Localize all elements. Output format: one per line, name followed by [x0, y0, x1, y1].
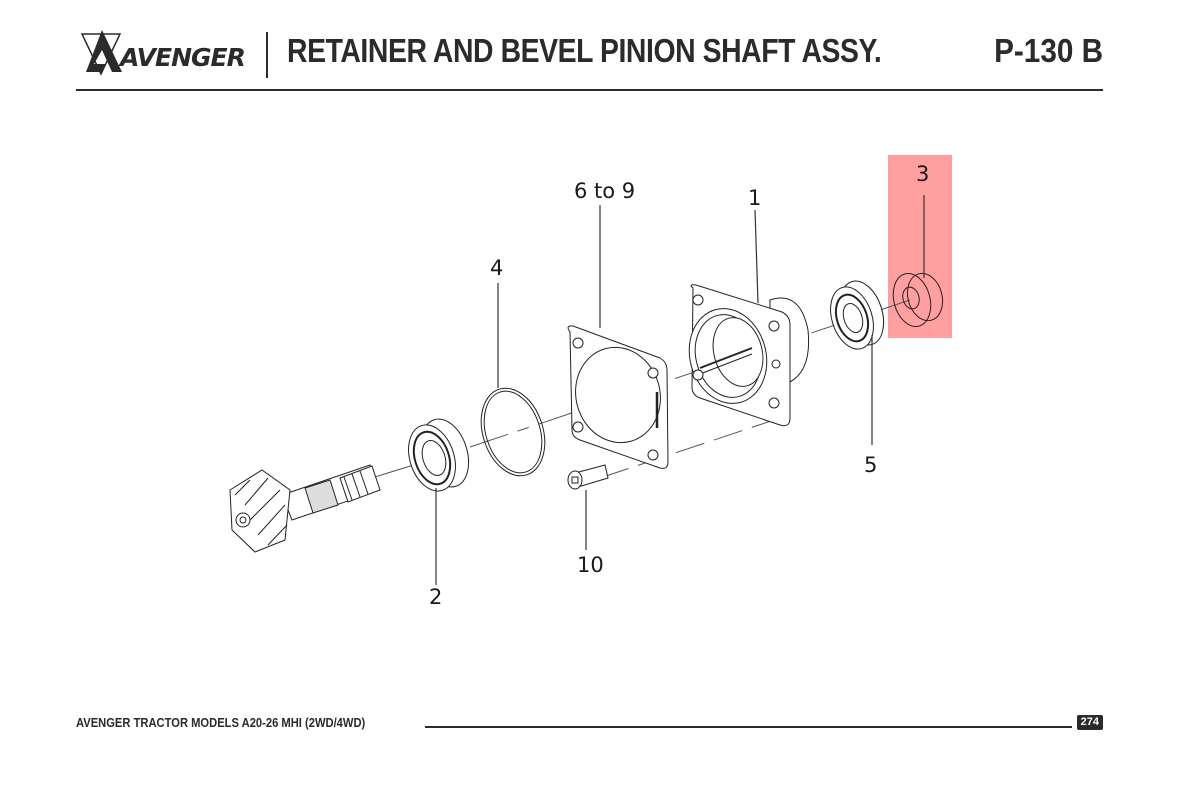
logo-wordmark: AVENGER — [118, 43, 245, 72]
logo-a-glyph-icon — [86, 30, 122, 72]
gear-teeth — [234, 477, 288, 546]
shaft-thread — [304, 479, 339, 514]
page-header: AVENGER RETAINER AND BEVEL PINION SHAFT … — [76, 24, 1103, 92]
callout-3: 3 — [916, 162, 929, 186]
retainer-1 — [688, 284, 810, 427]
callout-2: 2 — [429, 585, 442, 609]
callout-4: 4 — [490, 256, 503, 280]
footer-rule — [425, 726, 1072, 728]
page-footer: AVENGER TRACTOR MODELS A20-26 MHI (2WD/4… — [76, 712, 1103, 736]
bevel-pinion-shaft — [229, 464, 381, 553]
bearing-2 — [408, 418, 470, 492]
callout-5: 5 — [864, 453, 877, 477]
footer-model-text: AVENGER TRACTOR MODELS A20-26 MHI (2WD/4… — [76, 715, 366, 730]
callout-6-to-9: 6 to 9 — [574, 179, 635, 203]
page-number-badge: 274 — [1076, 715, 1103, 730]
avenger-logo: AVENGER — [80, 30, 246, 76]
shim-gasket — [567, 325, 669, 469]
nut-3 — [892, 272, 944, 327]
page-code: P-130 B — [994, 32, 1103, 69]
callout-1: 1 — [748, 186, 761, 210]
o-ring-4 — [480, 387, 546, 477]
bolt-axis-line — [599, 417, 781, 479]
bolt-10 — [567, 464, 609, 490]
highlight-part-3 — [888, 155, 952, 338]
logo-divider — [266, 32, 268, 78]
bearing-5 — [830, 280, 885, 350]
pinion-gear — [229, 469, 291, 553]
header-rule — [76, 89, 1103, 91]
leader-1 — [754, 209, 759, 304]
hex-socket — [571, 476, 579, 484]
page-title: RETAINER AND BEVEL PINION SHAFT ASSY. — [287, 32, 882, 69]
callout-10: 10 — [577, 553, 604, 577]
leader-lines — [435, 195, 925, 585]
